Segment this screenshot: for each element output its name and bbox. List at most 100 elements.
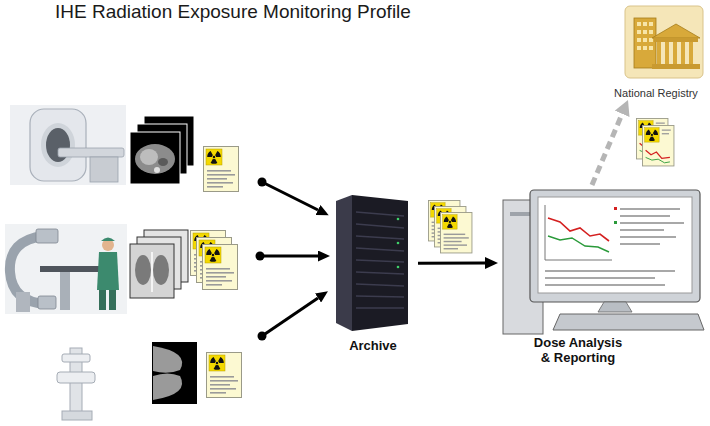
c-arm-system bbox=[60, 272, 70, 310]
registry-node: National Registry bbox=[606, 4, 706, 100]
workstation bbox=[530, 190, 700, 302]
xray-image-stack bbox=[130, 230, 188, 298]
ct-scanner bbox=[10, 105, 126, 185]
xray-image-stack bbox=[130, 244, 174, 298]
workstation bbox=[620, 236, 676, 238]
national-registry-icon bbox=[652, 64, 700, 69]
dose-report-stack bbox=[642, 125, 674, 166]
national-registry-icon bbox=[681, 42, 685, 64]
archive-server bbox=[397, 242, 400, 245]
archive-server bbox=[336, 195, 352, 331]
national-registry-icon bbox=[673, 42, 677, 64]
workstation bbox=[620, 215, 670, 217]
workstation bbox=[548, 218, 609, 241]
archive-node: Archive bbox=[328, 188, 418, 354]
mammography-unit bbox=[62, 354, 90, 362]
workstation bbox=[545, 277, 655, 279]
archive-server bbox=[397, 218, 400, 269]
arrow-start-dots bbox=[258, 332, 267, 341]
workstation bbox=[620, 243, 660, 245]
national-registry-icon bbox=[625, 6, 703, 78]
ct-image-stack bbox=[135, 144, 175, 174]
c-arm-system bbox=[16, 292, 30, 312]
ct-image-stack bbox=[130, 116, 194, 184]
dose-report-stack bbox=[440, 212, 472, 253]
xray-image-stack bbox=[135, 255, 151, 285]
dose-report bbox=[204, 147, 239, 192]
workstation bbox=[614, 221, 617, 224]
archive-server bbox=[356, 224, 404, 228]
national-registry-icon bbox=[637, 46, 641, 50]
archive-server bbox=[356, 272, 404, 274]
node-label: Archive bbox=[349, 338, 397, 354]
archive-server bbox=[356, 248, 404, 251]
dose-report bbox=[207, 353, 242, 398]
arrow-start-dots bbox=[256, 178, 267, 341]
c-arm-system bbox=[97, 252, 119, 290]
modality-arrows bbox=[260, 182, 318, 336]
national-registry-icon bbox=[637, 22, 641, 26]
node-label: Dose Analysis & Reporting bbox=[530, 335, 626, 365]
national-registry-icon bbox=[665, 42, 669, 64]
mammogram-image bbox=[152, 342, 197, 404]
ct-image-stack bbox=[130, 132, 180, 184]
title: IHE Radiation Exposure Monitoring Profil… bbox=[55, 1, 411, 22]
national-registry-icon bbox=[643, 22, 647, 26]
archive-server bbox=[356, 260, 404, 262]
dose-report-stack bbox=[636, 118, 674, 166]
c-arm-system bbox=[38, 296, 56, 309]
national-registry-icon bbox=[652, 24, 700, 38]
workstation bbox=[553, 314, 704, 330]
archive-server bbox=[356, 212, 404, 216]
workstation bbox=[620, 222, 684, 224]
ct-image-stack bbox=[140, 149, 158, 165]
dose-report bbox=[207, 353, 242, 398]
ct-scanner bbox=[58, 148, 124, 157]
workstation bbox=[545, 270, 675, 272]
dose-report-stack bbox=[642, 125, 674, 166]
dose-report bbox=[204, 147, 239, 192]
mammogram-image bbox=[153, 374, 182, 401]
modality-arrows bbox=[260, 255, 318, 258]
mammography-unit bbox=[57, 372, 95, 383]
national-registry-icon bbox=[649, 30, 653, 34]
national-registry-icon bbox=[637, 30, 641, 34]
national-registry-icon bbox=[643, 38, 647, 42]
mammography-unit bbox=[62, 411, 92, 420]
c-arm-system bbox=[5, 224, 127, 314]
c-arm-system bbox=[99, 290, 106, 310]
upload-arrow bbox=[592, 114, 622, 185]
ct-image-stack bbox=[158, 158, 168, 166]
modality-arrows bbox=[262, 182, 318, 210]
national-registry-icon bbox=[649, 46, 653, 50]
workstation bbox=[545, 284, 665, 286]
ct-scanner bbox=[30, 109, 86, 181]
archive-server bbox=[356, 296, 404, 297]
workstation-node: Dose Analysis & Reporting bbox=[498, 185, 705, 365]
dose-report-stack bbox=[428, 200, 472, 253]
modality-arrows bbox=[262, 298, 318, 336]
xray-image-stack bbox=[153, 255, 169, 285]
ct-scanner bbox=[41, 123, 75, 167]
workstation bbox=[548, 236, 609, 252]
workstation bbox=[545, 208, 684, 286]
national-registry-icon bbox=[637, 38, 641, 42]
national-registry-icon bbox=[625, 6, 703, 78]
national-registry-icon bbox=[657, 42, 661, 64]
archive-server bbox=[356, 284, 404, 286]
ct-scanner bbox=[10, 105, 126, 185]
workstation bbox=[598, 302, 632, 312]
national-registry-icon bbox=[689, 42, 693, 64]
c-arm-system bbox=[109, 290, 116, 310]
ct-image-stack bbox=[154, 167, 160, 173]
archive-server bbox=[356, 236, 404, 239]
national-registry-icon bbox=[649, 38, 653, 42]
mammogram-image bbox=[152, 342, 197, 404]
c-arm-system bbox=[5, 224, 127, 314]
dose-report-stack bbox=[203, 245, 238, 290]
workstation bbox=[620, 208, 680, 210]
workstation bbox=[614, 207, 617, 210]
dose-report-stack bbox=[191, 231, 238, 290]
national-registry-icon bbox=[637, 22, 653, 50]
